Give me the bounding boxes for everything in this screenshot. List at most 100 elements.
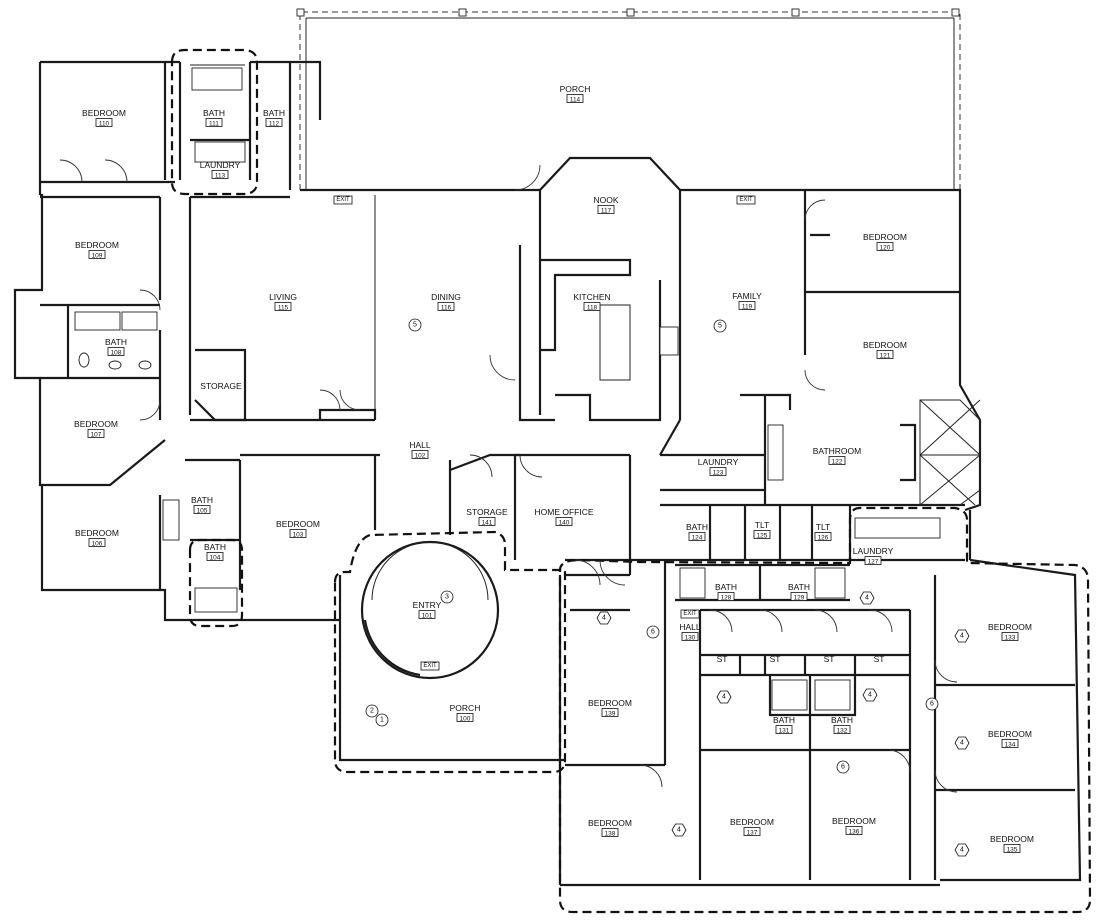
tag-tag-6-bed136: 6 bbox=[836, 760, 850, 774]
room-bath-105: BATH 105 bbox=[191, 495, 213, 514]
room-number: 138 bbox=[605, 830, 616, 837]
room-number-box bbox=[1003, 844, 1021, 853]
highlight-outlines bbox=[170, 48, 1092, 914]
room-number-box bbox=[88, 250, 106, 259]
room-labels: PORCH114BEDROOM110BATH111BATH112LAUNDRY1… bbox=[74, 84, 1034, 853]
room-name: BATH bbox=[686, 522, 708, 532]
range-fixture bbox=[659, 326, 679, 356]
room-number: 119 bbox=[742, 303, 753, 310]
room-name: BATH bbox=[831, 715, 853, 725]
room-name: BEDROOM bbox=[863, 232, 907, 242]
room-number-box bbox=[193, 505, 211, 514]
tag-number: 5 bbox=[413, 322, 417, 329]
room-number-box bbox=[845, 826, 863, 835]
room-name: BATH bbox=[204, 542, 226, 552]
room-number: 123 bbox=[713, 469, 724, 476]
exit-sign: EXIT bbox=[333, 195, 353, 205]
tag-number: 6 bbox=[930, 701, 934, 708]
room-number-box bbox=[478, 517, 496, 526]
toilet-fixture bbox=[78, 352, 90, 368]
room-name: ST bbox=[770, 654, 781, 664]
room-name: ST bbox=[717, 654, 728, 664]
room-number: 118 bbox=[587, 304, 598, 311]
room-number: 133 bbox=[1005, 634, 1016, 641]
tag-number: 4 bbox=[960, 847, 964, 854]
room-name: LIVING bbox=[269, 292, 297, 302]
room-number-box bbox=[205, 118, 223, 127]
room-number-box bbox=[738, 301, 756, 310]
room-number: 129 bbox=[794, 594, 805, 601]
room-number: 116 bbox=[441, 304, 452, 311]
room-number: 107 bbox=[91, 431, 102, 438]
shower-fixture bbox=[679, 567, 706, 599]
room-name: BEDROOM bbox=[588, 818, 632, 828]
room-bedroom-137: BEDROOM 137 bbox=[730, 817, 774, 836]
room-number-box bbox=[743, 827, 761, 836]
tag-tag-3-entry: 3 bbox=[440, 590, 454, 604]
room-number: 105 bbox=[197, 507, 208, 514]
room-number-box bbox=[775, 725, 793, 734]
vanity-fixture bbox=[767, 424, 784, 481]
room-number-box bbox=[1001, 632, 1019, 641]
room-number-box bbox=[828, 456, 846, 465]
room-number: 137 bbox=[747, 829, 758, 836]
room-number: 131 bbox=[779, 727, 790, 734]
room-name: BATH bbox=[191, 495, 213, 505]
room-number-box bbox=[601, 708, 619, 717]
tag-tag-5-family: 5 bbox=[713, 319, 727, 333]
washer-fixture bbox=[194, 141, 246, 163]
interior-walls bbox=[40, 62, 1075, 880]
room-name: BEDROOM bbox=[988, 729, 1032, 739]
room-number-box bbox=[876, 350, 894, 359]
room-number: 113 bbox=[215, 172, 226, 179]
room-number: 114 bbox=[570, 96, 581, 103]
doors bbox=[59, 159, 958, 793]
room-number: 115 bbox=[278, 304, 289, 311]
room-name: BATH bbox=[773, 715, 795, 725]
room-st-4: ST bbox=[874, 654, 885, 664]
room-number: 134 bbox=[1005, 741, 1016, 748]
tag-tag-2-porch: 2 bbox=[365, 704, 379, 718]
room-name: STORAGE bbox=[466, 507, 508, 517]
room-number-box bbox=[211, 170, 229, 179]
sink-fixture bbox=[108, 360, 122, 370]
room-number-box bbox=[418, 610, 436, 619]
tub-fixture bbox=[191, 67, 243, 91]
room-name: FAMILY bbox=[732, 291, 762, 301]
room-name: BEDROOM bbox=[730, 817, 774, 827]
room-name: HALL bbox=[409, 440, 431, 450]
tag-tag-1-porch: 1 bbox=[375, 713, 389, 727]
room-number-box bbox=[95, 118, 113, 127]
room-number-box bbox=[864, 556, 882, 565]
tag-tag-4-bed133: 4 bbox=[954, 629, 970, 643]
exit-sign: EXIT bbox=[420, 661, 440, 671]
room-storage: STORAGE bbox=[200, 381, 242, 391]
room-name: BEDROOM bbox=[75, 528, 119, 538]
sink-fixture bbox=[138, 360, 152, 370]
room-number: 140 bbox=[559, 519, 570, 526]
room-number: 141 bbox=[482, 519, 493, 526]
room-living-115: LIVING 115 bbox=[269, 292, 297, 311]
laundry-machines-fixture bbox=[854, 517, 941, 539]
room-number-box bbox=[566, 94, 584, 103]
room-name: BATHROOM bbox=[813, 446, 861, 456]
shower-fixture bbox=[194, 587, 238, 613]
tag-number: 6 bbox=[841, 764, 845, 771]
room-number-box bbox=[555, 517, 573, 526]
room-number: 110 bbox=[99, 120, 110, 127]
room-number-box bbox=[814, 532, 832, 541]
